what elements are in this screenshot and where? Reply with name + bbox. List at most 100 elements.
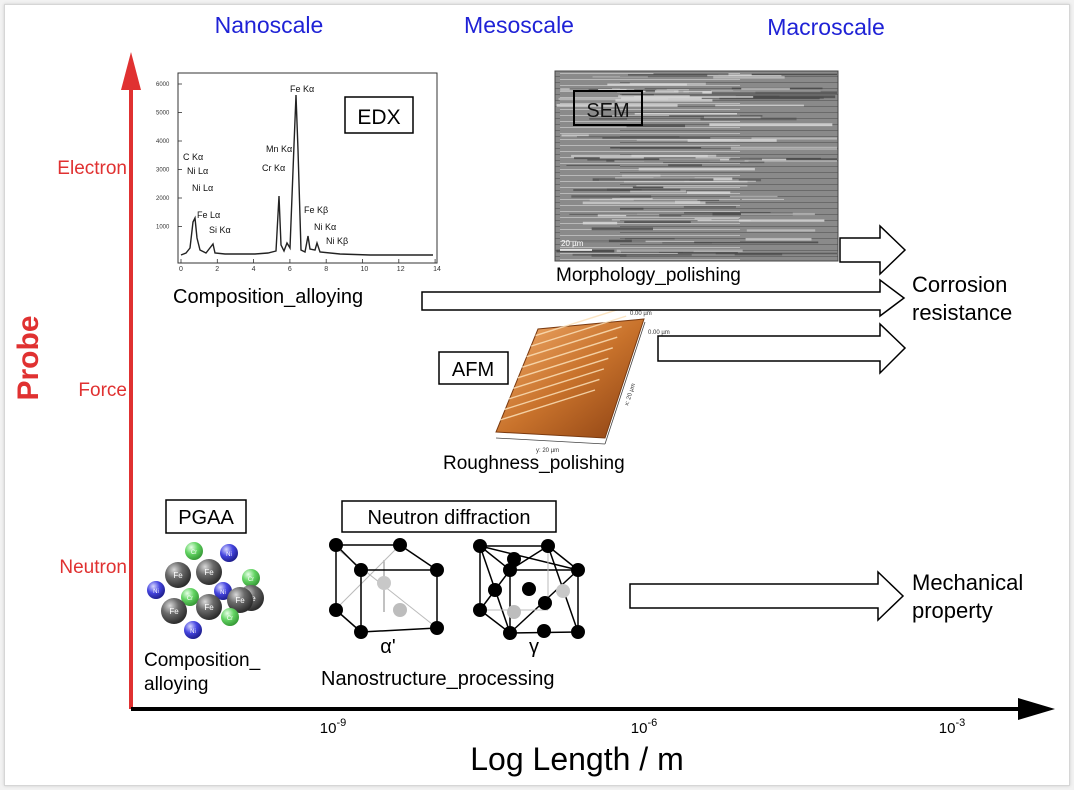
edx-peak-label: Mn Kα xyxy=(266,144,292,154)
atom-fe xyxy=(196,594,222,620)
edx-x-tick-label: 12 xyxy=(397,266,405,273)
sem-texture-streak xyxy=(746,229,816,232)
sem-texture-streak xyxy=(751,137,837,140)
sem-texture-streak xyxy=(606,188,681,191)
probe-label-force: Force xyxy=(78,380,127,401)
sem-texture-streak xyxy=(740,213,815,216)
afm-ridge xyxy=(508,368,605,400)
sem-texture-streak xyxy=(694,241,819,244)
sem-texture-streak xyxy=(571,154,708,158)
nanoscale-heading: Nanoscale xyxy=(215,12,324,38)
afm-image: 0.00 µm 0.00 µm x: 20 µm y: 20 µm AFM xyxy=(438,304,670,454)
sem-texture-streak xyxy=(741,87,790,90)
sem-texture-streak xyxy=(615,99,713,102)
edx-peak-label: Ni Kβ xyxy=(326,236,348,246)
edx-peak-label: C Kα xyxy=(183,152,203,162)
sem-texture-streak xyxy=(576,136,680,138)
atom-label: Fe xyxy=(204,603,214,612)
sem-texture-streak xyxy=(574,156,600,160)
sem-texture-streak xyxy=(566,164,620,167)
sem-label-box xyxy=(573,90,643,126)
sem-texture-streak xyxy=(741,198,785,200)
probe-label-neutron: Neutron xyxy=(59,557,127,578)
edx-peak-label: Fe Lα xyxy=(197,210,220,220)
sem-texture-streak xyxy=(654,90,679,93)
sem-texture-streak xyxy=(591,254,627,257)
edx-x-tick-label: 2 xyxy=(215,266,219,273)
edx-peak-label: Fe Kβ xyxy=(304,205,328,215)
sem-texture-streak xyxy=(638,167,755,171)
morphology-polishing-label: Morphology_polishing xyxy=(556,265,741,286)
sem-texture-streak xyxy=(589,118,628,120)
composition-alloying-label: Composition_alloying xyxy=(173,286,363,308)
sem-texture-streak xyxy=(643,156,696,160)
atom-ni xyxy=(220,544,238,562)
sem-texture-streak xyxy=(668,164,703,167)
sem-texture-streak xyxy=(582,221,618,225)
sem-texture-streak xyxy=(626,215,682,217)
sem-texture-streak xyxy=(745,237,812,241)
sem-texture-streak xyxy=(561,134,589,137)
mechanical-property-line1: Mechanical xyxy=(912,570,1023,595)
roughness-polishing-label: Roughness_polishing xyxy=(443,453,625,474)
sem-texture-streak xyxy=(630,190,686,193)
edx-y-tick-label: 6000 xyxy=(156,82,170,88)
bcc-crystal-structure xyxy=(329,538,444,639)
atom-label: Ni xyxy=(226,552,232,558)
sem-texture-streak xyxy=(669,115,763,117)
sem-texture-streak xyxy=(662,242,713,244)
composition-alloying-2-line2: alloying xyxy=(144,674,208,695)
edx-x-tick-label: 10 xyxy=(361,266,369,273)
afm-x-label: x: 20 µm xyxy=(624,383,637,407)
edx-spectrum-line xyxy=(180,94,433,256)
atom-label: Fe xyxy=(235,596,245,605)
neutron-diffraction-label-box xyxy=(341,500,557,533)
sem-texture-streak xyxy=(677,251,738,254)
atom-label: Cr xyxy=(248,577,254,583)
x-tick-1e-3: 10-3 xyxy=(939,717,965,737)
atom-fe xyxy=(196,559,222,585)
afm-label: AFM xyxy=(452,359,494,381)
edx-y-tick-label: 4000 xyxy=(156,139,170,145)
afm-to-corrosion-arrow xyxy=(657,322,907,375)
sem-texture-streak xyxy=(589,198,634,201)
atom-fe xyxy=(165,562,191,588)
afm-ridge xyxy=(526,325,622,358)
atom-label: Cr xyxy=(227,616,233,622)
sem-texture-streak xyxy=(591,227,653,231)
afm-ridge xyxy=(504,378,600,411)
sem-texture-streak xyxy=(634,96,754,99)
sem-texture-streak xyxy=(619,207,644,210)
sem-texture-streak xyxy=(707,74,782,77)
sem-texture-streak xyxy=(694,218,739,220)
atom-label: Ni xyxy=(190,629,196,635)
sem-label: SEM xyxy=(586,100,629,122)
edx-x-tick-label: 0 xyxy=(179,266,183,273)
sem-texture-streak xyxy=(715,104,804,107)
sem-texture-streak xyxy=(632,186,664,189)
probe-axis-arrowhead xyxy=(121,52,141,90)
sem-texture-streak xyxy=(621,97,702,100)
atom-label: Ni xyxy=(153,589,159,595)
sem-texture-streak xyxy=(697,199,720,202)
sem-texture-streak xyxy=(700,117,797,121)
sem-texture-streak xyxy=(582,201,706,205)
sem-texture-streak xyxy=(618,95,690,98)
edx-x-tick-label: 14 xyxy=(433,266,441,273)
sem-texture-streak xyxy=(709,123,833,127)
neutron-diffraction-label: Neutron diffraction xyxy=(367,507,530,529)
probe-label-electron: Electron xyxy=(57,158,127,179)
afm-ridge xyxy=(513,357,609,390)
alloy-atom-cluster: CrNiFeFeCrNiCrNiFeFeFeFeCrNi xyxy=(147,542,264,639)
sem-texture-streak xyxy=(744,160,837,162)
edx-peak-label: Ni Kα xyxy=(314,222,336,232)
sem-texture-streak xyxy=(576,240,646,243)
edx-x-tick-label: 8 xyxy=(324,266,328,273)
sem-scalebar-label: 20 µm xyxy=(561,239,584,248)
afm-y-label: y: 20 µm xyxy=(536,448,559,454)
edx-peak-label: Ni Lα xyxy=(187,166,208,176)
atom-cr xyxy=(242,569,260,587)
sem-texture-streak xyxy=(636,139,736,141)
sem-texture-streak xyxy=(738,219,825,222)
